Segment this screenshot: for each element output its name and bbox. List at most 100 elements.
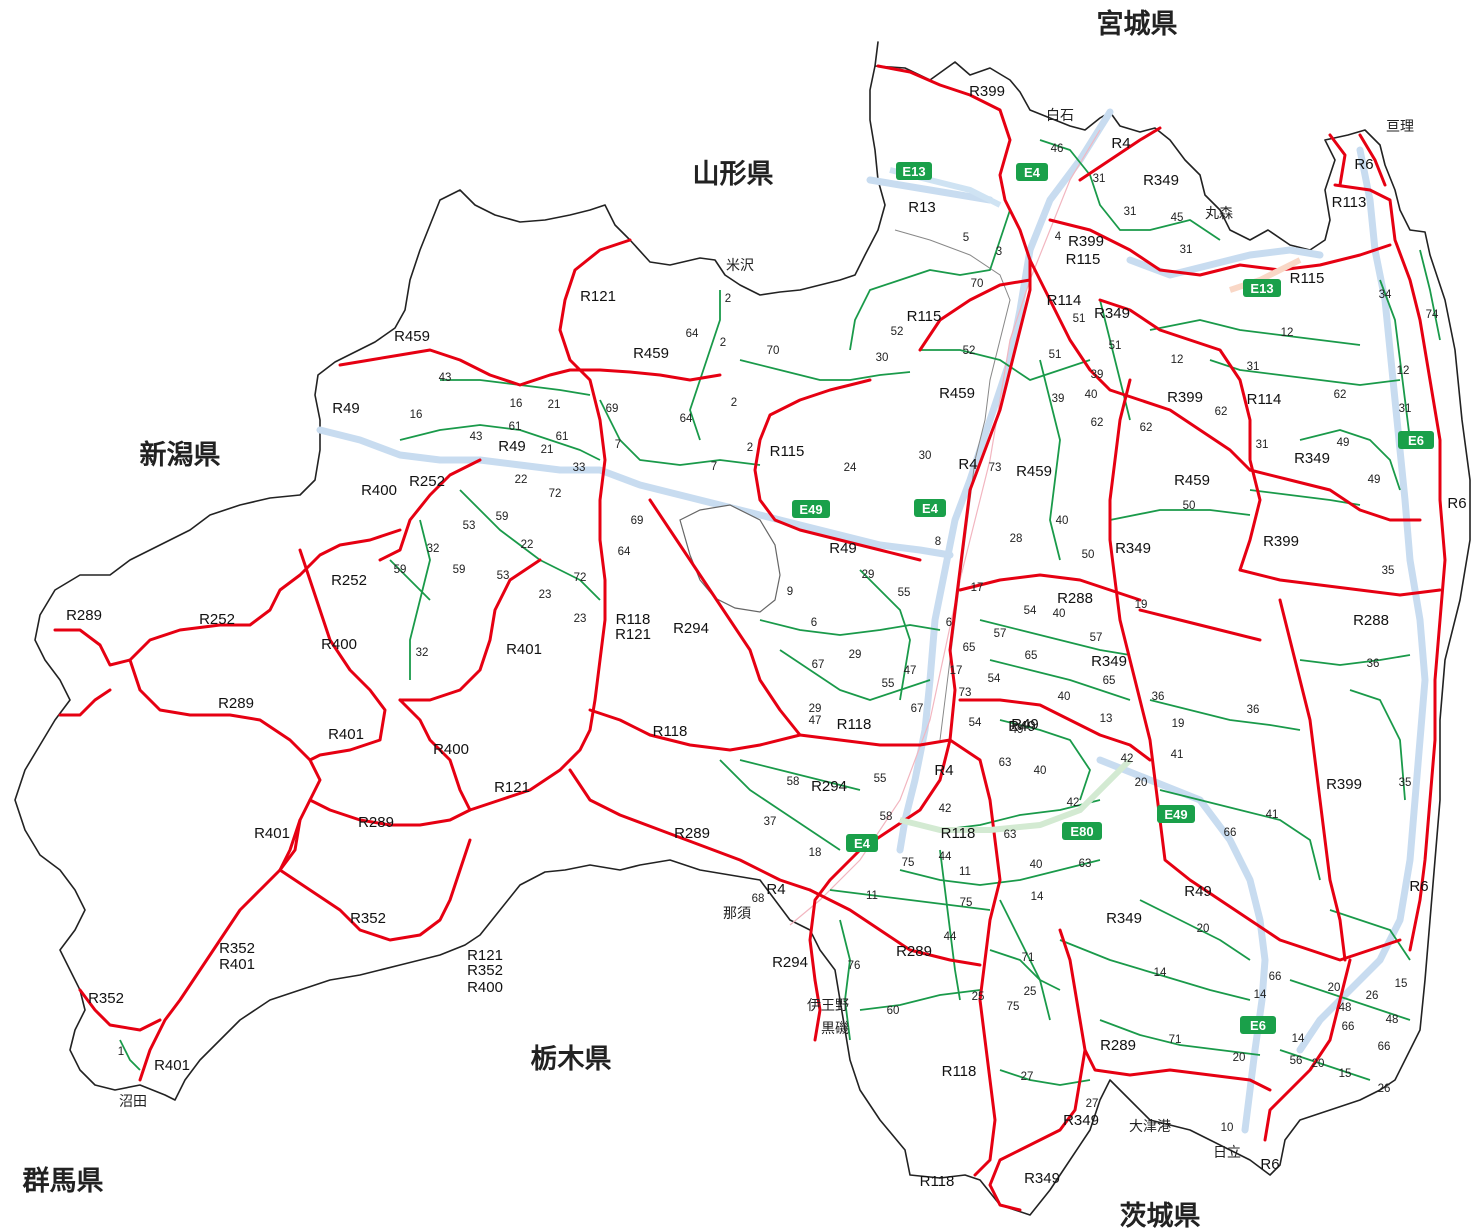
route-label: R349: [1024, 1170, 1060, 1187]
city-label: 日立: [1213, 1144, 1241, 1160]
lake-inawashiro: [679, 504, 781, 613]
city-label: 黒磯: [821, 1020, 849, 1036]
route-number: 18: [809, 847, 822, 859]
route-number: 47: [904, 665, 917, 677]
route-number: 47: [809, 715, 822, 727]
route-number: 40: [1058, 691, 1071, 703]
route-label: R400: [467, 979, 503, 996]
svg-text:E80: E80: [1070, 824, 1093, 839]
route-number: 36: [1152, 691, 1165, 703]
route-number: 70: [971, 278, 984, 290]
route-label: R349: [1115, 540, 1151, 557]
pref-label-yamagata: 山形県: [693, 159, 774, 190]
route-number: 16: [410, 409, 423, 421]
route-number: 51: [1049, 349, 1062, 361]
route-number: 55: [898, 587, 911, 599]
prefecture-border: [14, 41, 1471, 1216]
route-number: 51: [1109, 340, 1122, 352]
route-number: 2: [731, 397, 737, 409]
route-number: 20: [1135, 777, 1148, 789]
route-number: 54: [969, 717, 982, 729]
route-number: 26: [1366, 990, 1379, 1002]
route-number: 17: [950, 665, 963, 677]
route-number: 63: [1004, 829, 1017, 841]
route-label: R459: [1174, 472, 1210, 489]
route-number: 73: [989, 462, 1002, 474]
route-number: 20: [1197, 923, 1210, 935]
route-number: 14: [1254, 989, 1267, 1001]
route-label: R118: [653, 723, 688, 740]
route-number: 37: [764, 816, 777, 828]
route-label: R115: [1290, 270, 1325, 287]
agano-river: [316, 426, 954, 559]
route-number: 32: [416, 647, 429, 659]
route-number: 24: [844, 462, 857, 474]
route-number: 41: [1266, 809, 1279, 821]
route-number: 20: [1312, 1058, 1325, 1070]
route-label: R115: [770, 443, 805, 460]
route-number: 69: [606, 403, 619, 415]
route-label: R6: [1409, 878, 1428, 895]
route-label: R459: [939, 385, 975, 402]
route-number: 58: [787, 776, 800, 788]
route-number: 3: [996, 246, 1002, 258]
route-label: R401: [254, 825, 290, 842]
route-number: 46: [1051, 143, 1064, 155]
route-number: 71: [1169, 1034, 1182, 1046]
route-label: R121: [615, 626, 651, 643]
route-number: 52: [963, 345, 976, 357]
route-number: 64: [618, 546, 631, 558]
marumori-river: [1126, 246, 1324, 279]
route-label: R288: [1353, 612, 1389, 629]
route-number: 62: [1215, 406, 1228, 418]
route-label: R252: [331, 572, 367, 589]
route-number: 40: [1030, 859, 1043, 871]
route-number: 63: [999, 757, 1012, 769]
route-number: 59: [496, 511, 509, 523]
route-number: 48: [1339, 1002, 1352, 1014]
route-number: 61: [509, 421, 522, 433]
route-number: 7: [711, 461, 717, 473]
route-number: 9: [787, 586, 793, 598]
route-label: R400: [321, 636, 357, 653]
route-number: 48: [1386, 1014, 1399, 1026]
route-number: 5: [963, 232, 969, 244]
route-number: 42: [939, 803, 952, 815]
route-number: 11: [866, 890, 878, 902]
route-number: 54: [1024, 605, 1037, 617]
route-number: 12: [1281, 327, 1294, 339]
route-label: R459: [1016, 463, 1052, 480]
route-label: R349: [1063, 1112, 1099, 1129]
route-number: 74: [1426, 309, 1439, 321]
route-label: R399: [1167, 389, 1203, 406]
route-number: 12: [1397, 365, 1410, 377]
route-label: R13: [908, 199, 936, 216]
prefectural-road-network: [119, 139, 1441, 1086]
svg-text:E13: E13: [902, 164, 925, 179]
route-number: 31: [1399, 403, 1412, 415]
prefectural-route-labels: 46 31 31 45 31 5 3 4 70 2 64 2 70 52 52 …: [118, 143, 1439, 1134]
route-label: R118: [941, 825, 976, 842]
route-number: 29: [809, 703, 822, 715]
route-number: 29: [862, 569, 875, 581]
route-number: 53: [463, 520, 476, 532]
svg-text:E49: E49: [799, 502, 822, 517]
pref-label-miyagi: 宮城県: [1097, 8, 1178, 40]
route-number: 62: [1334, 389, 1347, 401]
route-number: 21: [548, 399, 561, 411]
route-label: R289: [66, 607, 102, 624]
expressway-badge: E13: [1243, 279, 1281, 297]
route-label: R294: [772, 954, 808, 971]
route-label: R400: [361, 482, 397, 499]
route-number: 30: [876, 352, 889, 364]
route-number: 44: [944, 931, 957, 943]
route-number: 27: [1021, 1071, 1034, 1083]
route-number: 40: [1034, 765, 1047, 777]
route-number: 50: [1183, 500, 1196, 512]
expressway-badge: E49: [792, 500, 830, 518]
route-number: 14: [1031, 891, 1044, 903]
abukuma-river-east: [1096, 756, 1269, 1134]
expressway-badge: E4: [914, 499, 946, 517]
route-number: 61: [556, 431, 569, 443]
route-label: R294: [811, 778, 847, 795]
